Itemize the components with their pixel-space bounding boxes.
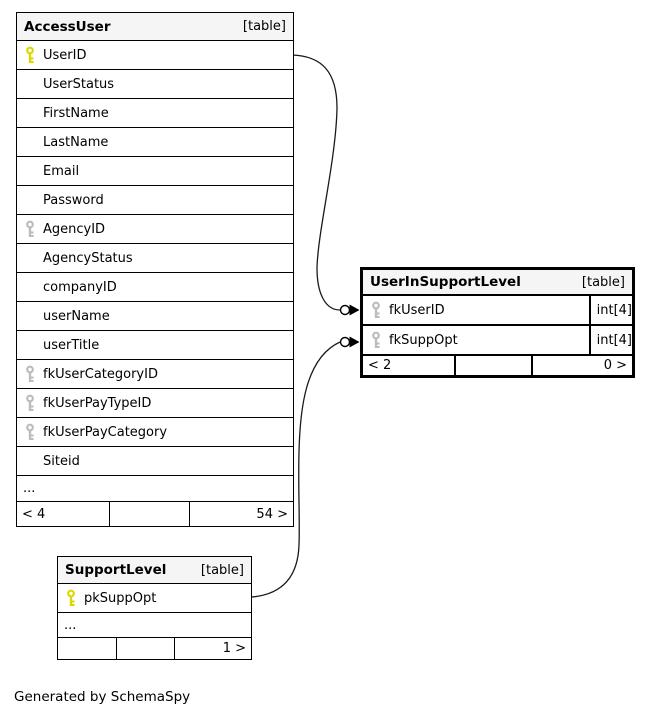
connector-circle [339,336,351,348]
ellipsis-row: ... [17,476,293,502]
footer-rows-count: 0 > [603,358,627,373]
table-footer: < 2 0 > [363,356,632,375]
column-name: fkUserID [389,302,445,318]
foreign-key-icon [25,423,35,441]
connector-arrowhead-icon [349,304,360,316]
column-type: int[4] [588,326,632,354]
column-name: Password [43,192,104,208]
column-row: LastName [17,128,293,157]
table-name: SupportLevel [65,562,167,578]
column-name: fkUserCategoryID [43,366,158,382]
foreign-key-icon [25,394,35,412]
table-footer: < 4 54 > [17,502,293,526]
column-name: fkUserPayCategory [43,424,168,440]
foreign-key-icon [371,301,381,319]
column-row: companyID [17,273,293,302]
table-tag: [table] [200,562,244,578]
column-row: fkSuppOpt int[4] [363,326,632,356]
table-name: UserInSupportLevel [370,274,521,290]
column-name: pkSuppOpt [84,590,157,606]
connector-circle [339,304,351,316]
footer-children-count [58,638,117,659]
footer-middle-cell [110,502,190,526]
ellipsis-text: ... [23,481,36,496]
column-row: AgencyStatus [17,244,293,273]
column-row: fkUserPayCategory [17,418,293,447]
table-header: SupportLevel [table] [58,557,251,584]
column-type: int[4] [588,296,632,324]
footer-children-count: < 4 [17,502,110,526]
column-row: fkUserID int[4] [363,296,632,326]
table-accessuser[interactable]: AccessUser [table] UserID UserStatus Fir… [16,12,294,527]
column-row: AgencyID [17,215,293,244]
generator-note: Generated by SchemaSpy [14,689,191,705]
column-row: FirstName [17,99,293,128]
footer-rows-count: 1 > [222,641,246,656]
ellipsis-text: ... [64,617,77,633]
table-tag: [table] [581,274,625,290]
column-name: LastName [43,134,109,150]
column-name: AgencyID [43,221,106,237]
column-name: companyID [43,279,117,295]
table-footer: 1 > [58,638,251,659]
footer-children-count: < 2 [363,356,456,375]
primary-key-icon [66,589,76,607]
column-row: pkSuppOpt [58,584,251,613]
column-name: FirstName [43,105,109,121]
primary-key-icon [25,46,35,64]
table-userinsupportlevel[interactable]: UserInSupportLevel [table] fkUserID int[… [360,267,635,378]
relationship-line-userid-fkuserid [291,54,341,311]
footer-middle-cell [117,638,175,659]
connector-arrowhead-icon [349,336,360,348]
column-name: fkUserPayTypeID [43,395,152,411]
column-row: Password [17,186,293,215]
column-name: UserStatus [43,76,115,92]
foreign-key-icon [371,331,381,349]
column-row: fkUserCategoryID [17,360,293,389]
foreign-key-icon [25,365,35,383]
column-name: fkSuppOpt [389,332,458,348]
column-name: UserID [43,47,87,63]
column-name: Siteid [43,453,80,469]
table-header: UserInSupportLevel [table] [363,270,632,296]
footer-rows-count: 54 > [256,506,288,522]
column-row: Email [17,157,293,186]
column-name: userName [43,308,110,324]
column-row: userName [17,302,293,331]
column-row: userTitle [17,331,293,360]
ellipsis-row: ... [58,613,251,638]
footer-middle-cell [456,356,533,375]
column-row: Siteid [17,447,293,476]
column-row: fkUserPayTypeID [17,389,293,418]
foreign-key-icon [25,220,35,238]
table-name: AccessUser [24,18,111,35]
column-name: Email [43,163,80,179]
table-tag: [table] [242,19,286,34]
relationship-line-pksuppopt-fksuppopt [251,341,341,598]
table-header: AccessUser [table] [17,13,293,41]
column-name: AgencyStatus [43,250,133,266]
column-name: userTitle [43,337,100,353]
column-row: UserStatus [17,70,293,99]
column-row: UserID [17,41,293,70]
table-supportlevel[interactable]: SupportLevel [table] pkSuppOpt ... 1 > [57,556,252,660]
